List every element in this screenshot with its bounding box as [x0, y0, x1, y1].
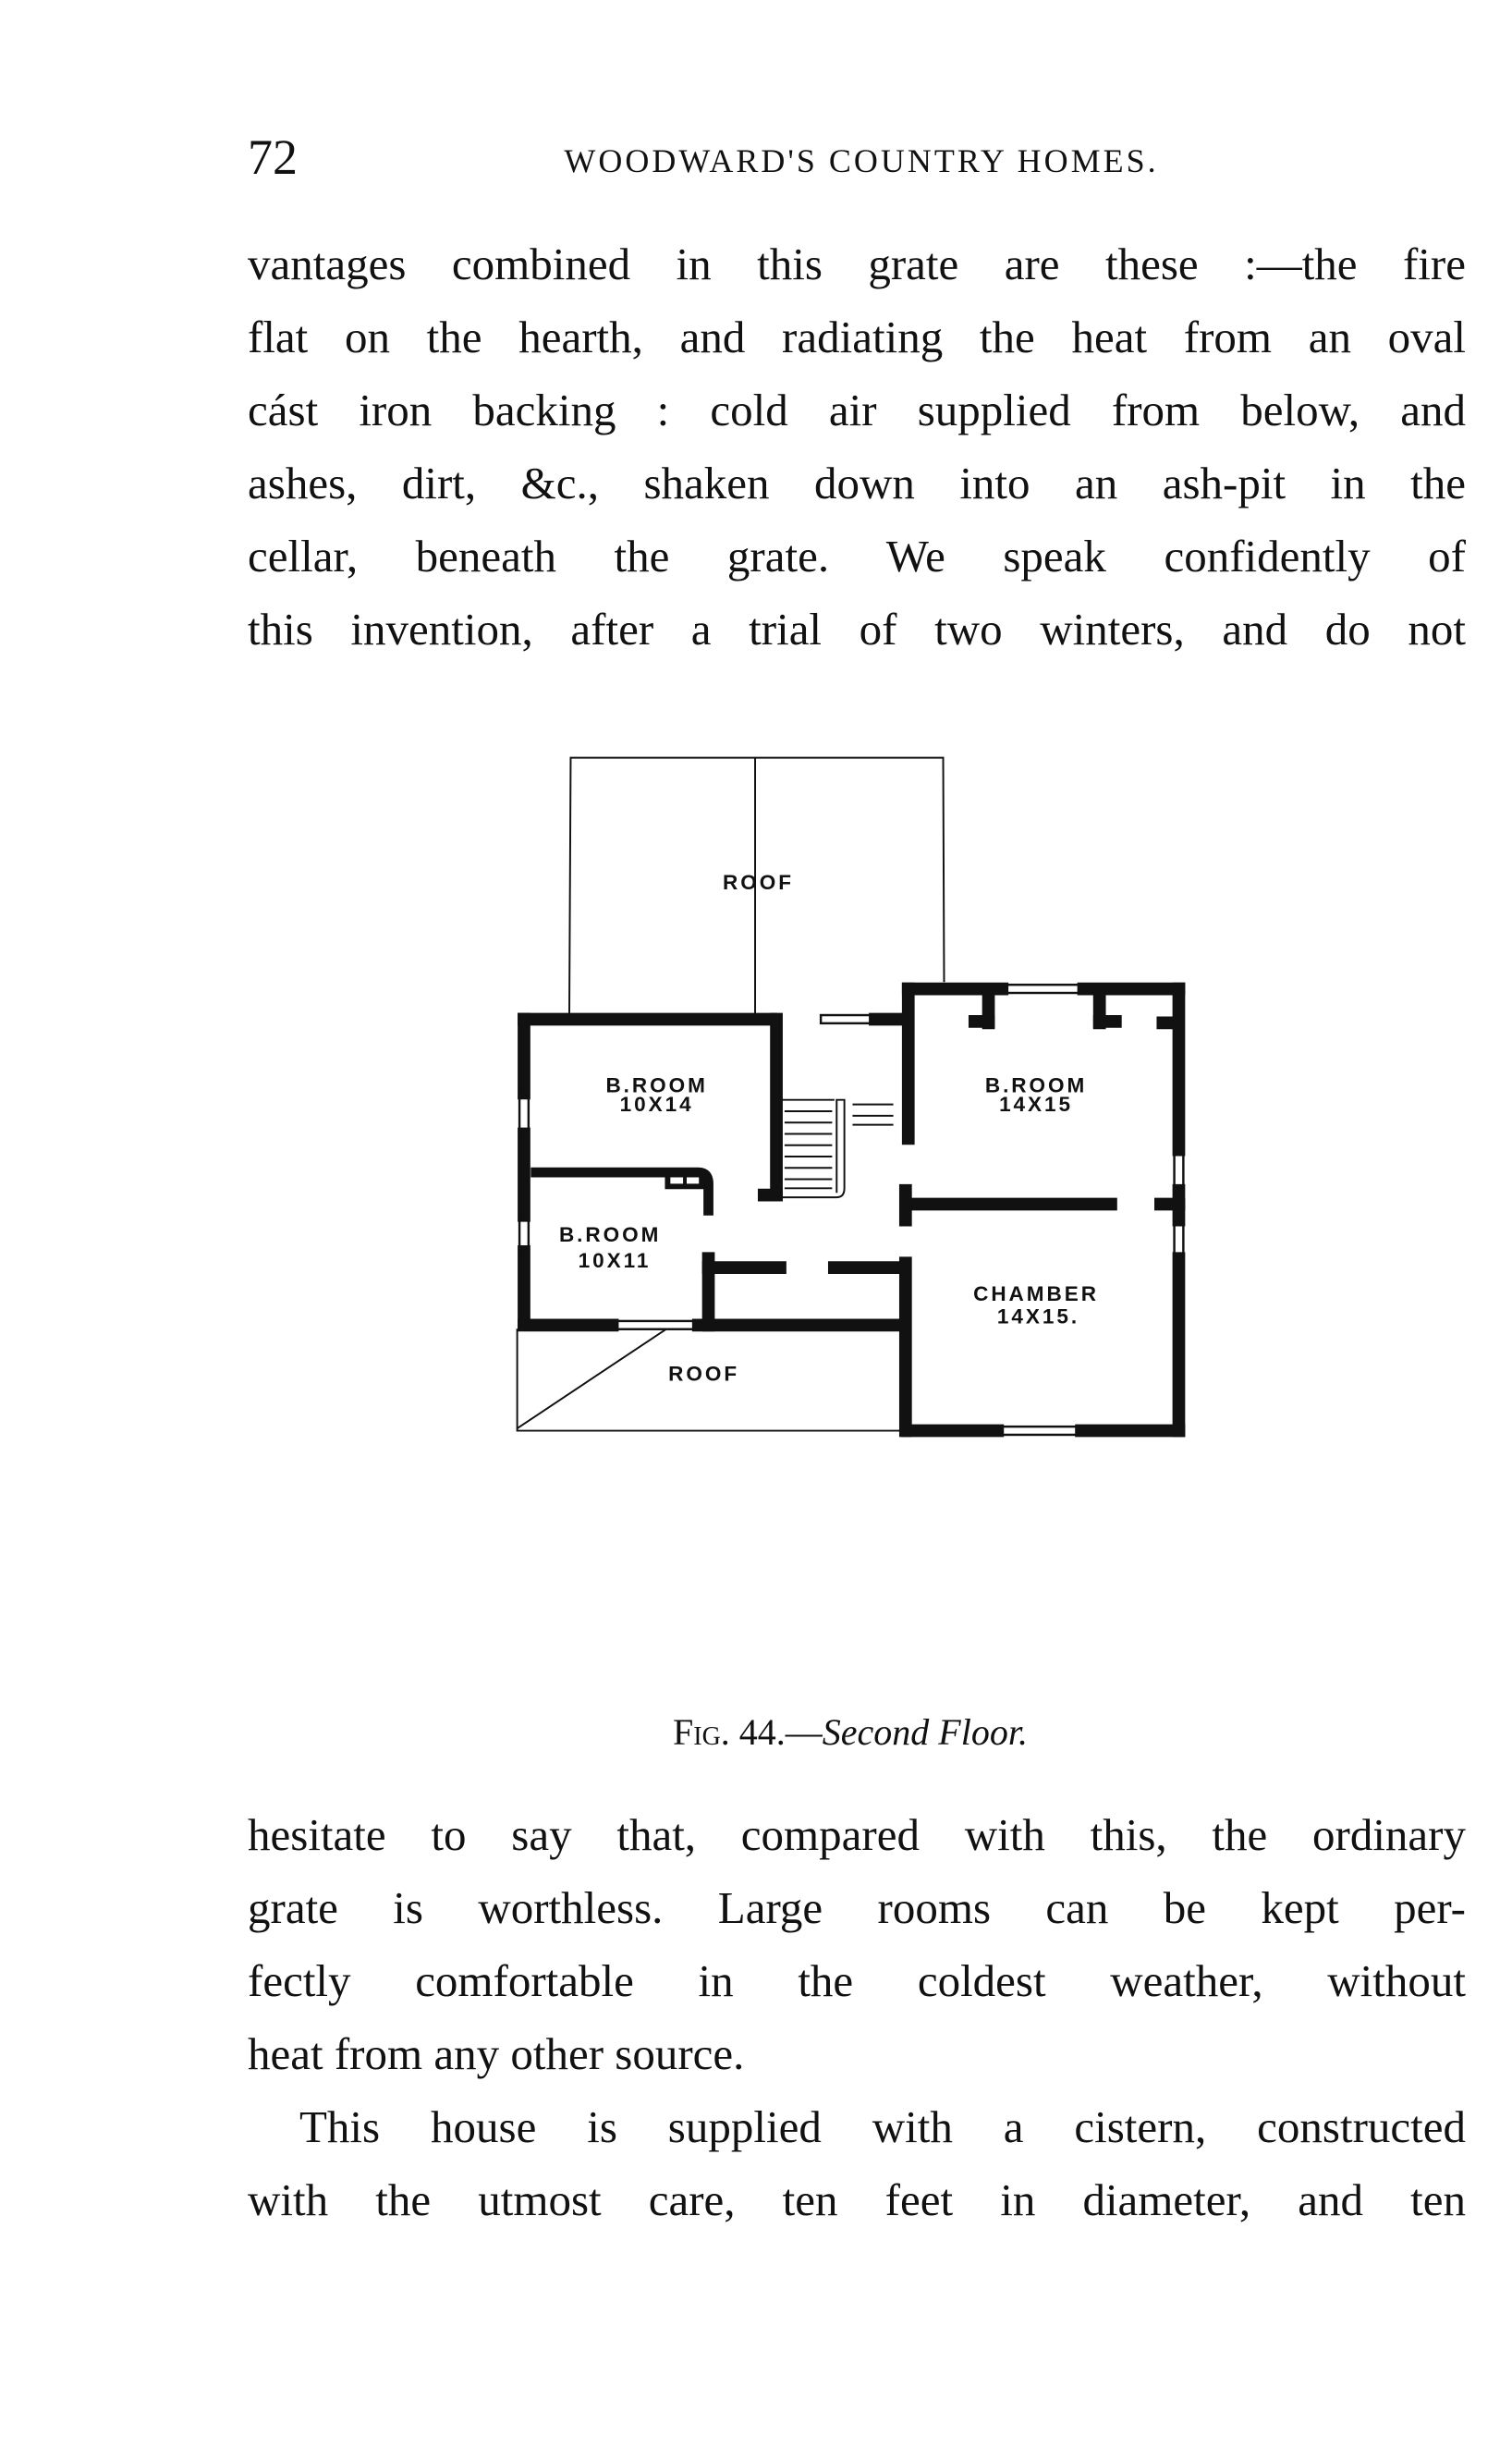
label-broom-2: B.ROOM [985, 1073, 1087, 1096]
caption-fig-number: Fig. 44. [673, 1711, 786, 1753]
text-line: heat from any other source. [248, 2028, 745, 2079]
text-line: grate is worthless. Large rooms can be k… [248, 1882, 1466, 1933]
label-broom-2-size: 14X15 [999, 1093, 1073, 1116]
lower-roof-outline [516, 1328, 900, 1432]
text-line: with the utmost care, ten feet in diamet… [248, 2174, 1466, 2225]
paragraph-cistern: This house is supplied with a cistern, c… [248, 2090, 1466, 2236]
page-number: 72 [248, 129, 298, 185]
label-broom-3-size: 10X11 [579, 1249, 652, 1272]
label-broom-1: B.ROOM [605, 1073, 707, 1096]
text-line: hesitate to say that, compared with this… [248, 1809, 1466, 1860]
text-line: cást iron backing : cold air supplied fr… [248, 385, 1466, 435]
text-line: cellar, beneath the grate. We speak conf… [248, 531, 1466, 582]
running-title: WOODWARD'S COUNTRY HOMES. [564, 142, 1159, 179]
staircase [782, 1098, 894, 1199]
windows [518, 983, 1185, 1437]
caption-title: Second Floor. [822, 1711, 1028, 1753]
walls [518, 982, 1186, 1438]
text-line: fectly comfortable in the coldest weathe… [248, 1955, 1466, 2006]
label-chamber: CHAMBER [973, 1282, 1099, 1305]
label-roof-lower: ROOF [668, 1363, 739, 1386]
paragraph-continued: hesitate to say that, compared with this… [248, 1798, 1466, 2090]
figure-caption: Fig. 44.—Second Floor. [499, 1710, 1201, 1755]
text-line: vantages combined in this grate are thes… [248, 239, 1466, 289]
text-line: This house is supplied with a cistern, c… [299, 2101, 1466, 2152]
label-broom-3: B.ROOM [559, 1223, 661, 1246]
label-chamber-size: 14X15. [997, 1304, 1079, 1328]
text-line: ashes, dirt, &c., shaken down into an as… [248, 458, 1466, 508]
label-broom-1-size: 10X14 [620, 1093, 694, 1116]
caption-dash: — [785, 1711, 823, 1753]
text-line: flat on the hearth, and radiating the he… [248, 312, 1466, 362]
paragraph-top: vantages combined in this grate are thes… [248, 227, 1466, 666]
label-roof-upper: ROOF [723, 871, 794, 894]
upper-roof-outline [568, 756, 945, 1014]
floor-plan-figure: ROOF B.ROOM 10X14 B.ROOM 14X15 B.ROOM 10… [516, 756, 1186, 1438]
text-line: this invention, after a trial of two win… [248, 604, 1466, 655]
